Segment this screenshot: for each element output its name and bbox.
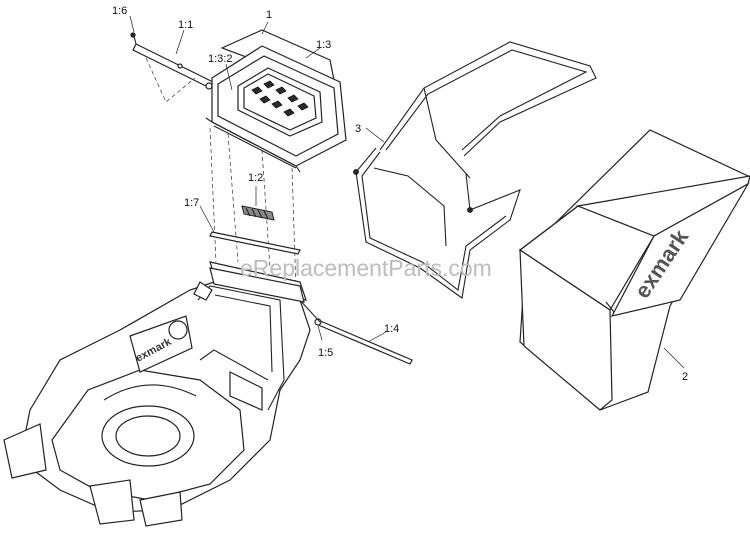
- grass-bag-part: exmark: [518, 129, 750, 411]
- callout-1-7: 1:7: [184, 197, 199, 209]
- callout-1-1: 1:1: [178, 19, 193, 31]
- callout-2: 2: [682, 371, 688, 383]
- bag-frame-part: [353, 41, 597, 299]
- watermark-text: eReplacementParts.com: [240, 255, 492, 281]
- callout-1-3: 1:3: [316, 39, 331, 51]
- callout-1-6: 1:6: [112, 5, 127, 17]
- callout-1: 1: [266, 9, 272, 21]
- callout-1-4: 1:4: [384, 323, 399, 335]
- callout-1-2: 1:2: [248, 172, 263, 184]
- callout-1-3-2: 1:3:2: [208, 53, 232, 65]
- rear-door-part: [205, 29, 347, 291]
- callout-3: 3: [355, 123, 361, 135]
- mower-deck-part: exmark: [3, 267, 311, 527]
- decal-part: [243, 73, 317, 131]
- callout-1-5: 1:5: [318, 347, 333, 359]
- spring-part: [241, 205, 275, 221]
- leader-lines: [129, 15, 685, 369]
